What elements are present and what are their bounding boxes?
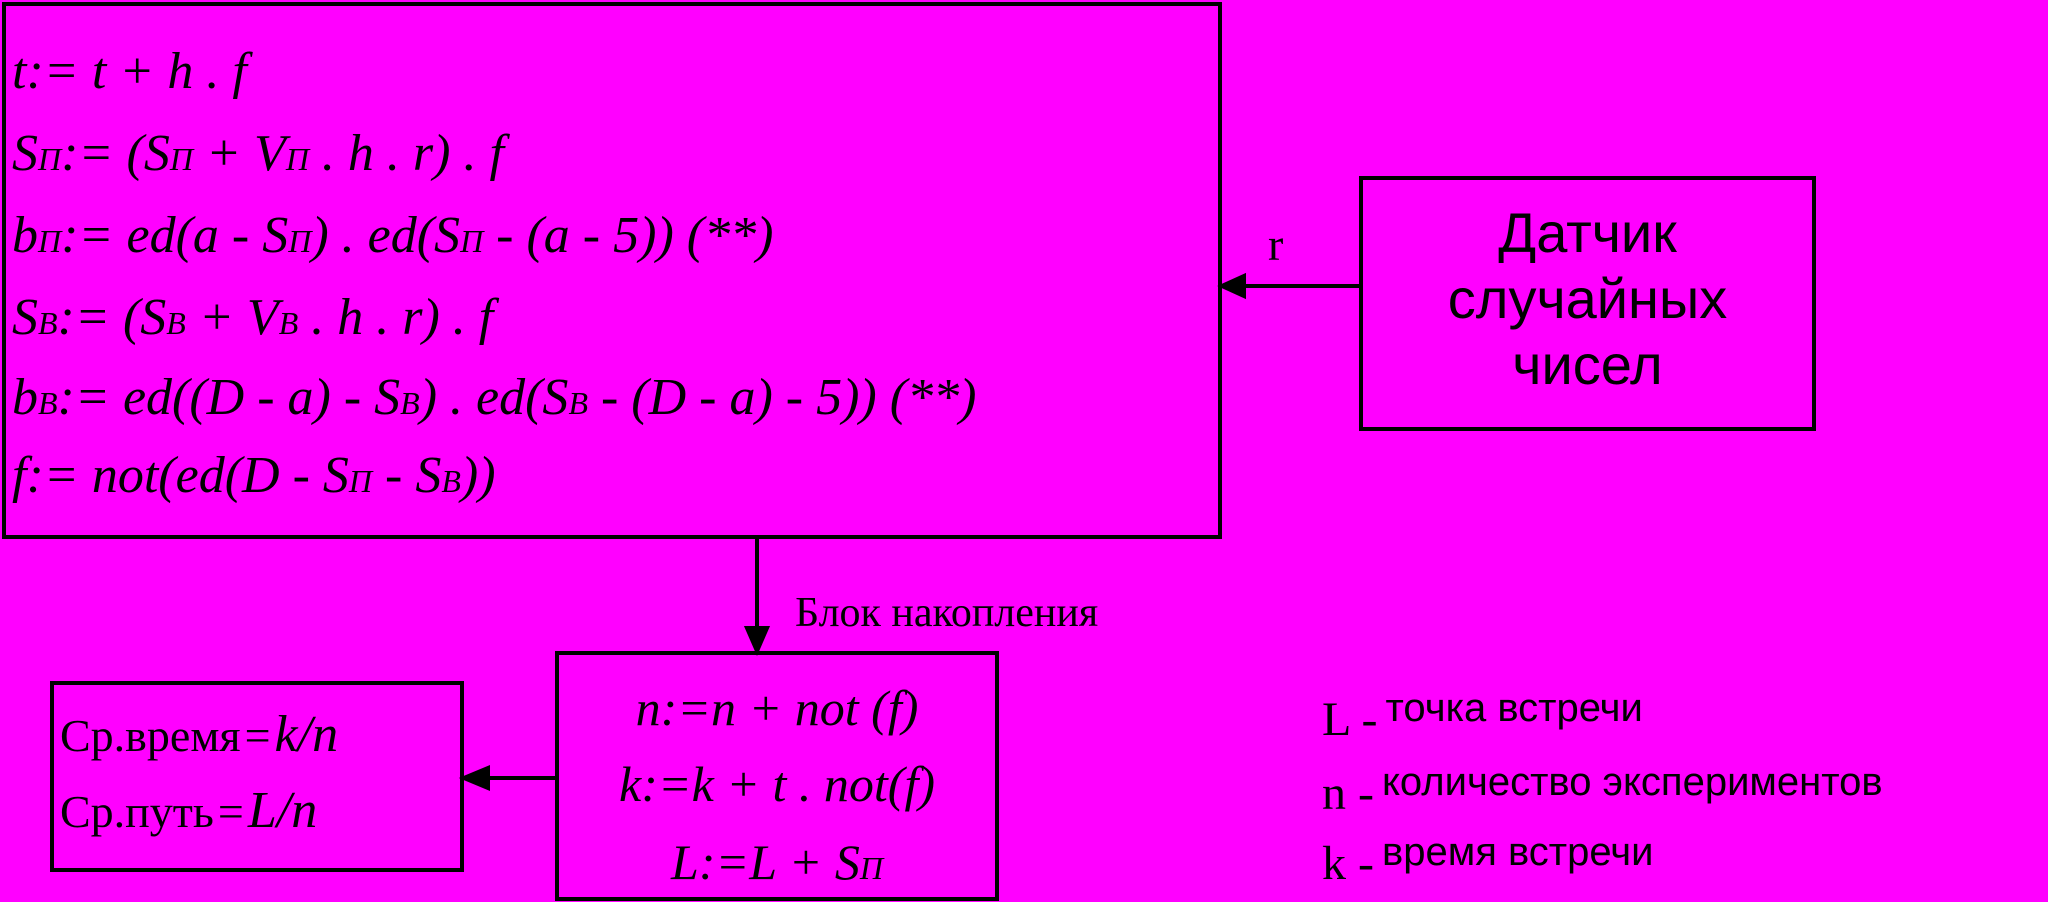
formula-text: := (S: [61, 125, 170, 182]
formula-subscript: B: [441, 463, 461, 499]
formula-subscript: B: [568, 385, 588, 421]
legend-row-k: k -время встречи: [1322, 830, 1653, 891]
legend-symbol-l: L -: [1322, 693, 1378, 746]
formula-text: . h . r) . f: [308, 125, 504, 182]
formula-text: - (a - 5)) (**): [483, 207, 774, 264]
formula-text: ) . ed(S: [311, 207, 461, 264]
formula-text: b: [12, 369, 38, 426]
avg-time-eq: =: [244, 710, 271, 761]
accumulator-label: Блок накопления: [795, 590, 1099, 636]
formula-subscript: П: [38, 223, 62, 259]
avg-path-eq: =: [217, 786, 244, 837]
formula-subscript: B: [166, 305, 186, 341]
random-sensor-block: Датчик случайных чисел: [1359, 176, 1816, 431]
legend-row-l: L -точка встречи: [1322, 686, 1643, 747]
arrow-head-sensor: [1217, 272, 1246, 300]
formula-text: + V: [192, 125, 286, 182]
formula-subscript: B: [400, 385, 420, 421]
formula-line-time: t:= t + h . f: [12, 46, 247, 98]
formula-subscript: B: [278, 305, 299, 341]
accumulator-block: n:=n + not (f) k:=k + t . not(f) L:=L + …: [555, 651, 999, 901]
formula-text: ) . ed(S: [419, 369, 569, 426]
legend-symbol-k: k -: [1322, 837, 1374, 890]
legend-text-n: количество экспериментов: [1381, 760, 1883, 804]
acc-line-k: k:=k + t . not(f): [619, 756, 935, 812]
avg-path-line: Ср.путь=L/n: [60, 785, 317, 837]
legend-text-k: время встречи: [1381, 830, 1654, 874]
formula-subscript: B: [38, 305, 58, 341]
avg-path-label: Ср.путь: [60, 786, 214, 837]
sensor-title-line3: чисел: [1512, 333, 1663, 396]
arrow-label-r: r: [1268, 219, 1284, 270]
formula-text: )): [460, 447, 496, 504]
formula-subscript: B: [38, 385, 58, 421]
main-formula-block: t:= t + h . f SП:= (SП + VП . h . r) . f…: [2, 2, 1222, 539]
formula-text: b: [12, 207, 38, 264]
legend-symbol-n: n -: [1322, 767, 1374, 820]
acc-line-l-sub: П: [859, 850, 883, 886]
formula-text: S: [12, 289, 38, 346]
arrow-head-output: [458, 765, 490, 791]
sensor-title: Датчик случайных чисел: [1363, 200, 1812, 398]
formula-line-sb: SB:= (SB + VB . h . r) . f: [12, 292, 493, 344]
formula-subscript: П: [169, 141, 193, 177]
formula-text: - (D - a) - 5)) (**): [587, 369, 977, 426]
formula-text: := ed(a - S: [61, 207, 289, 264]
formula-text: . h . r) . f: [298, 289, 494, 346]
formula-text: - S: [372, 447, 442, 504]
formula-line-sp: SП:= (SП + VП . h . r) . f: [12, 128, 504, 180]
formula-text: f:= not(ed(D - S: [12, 447, 349, 504]
formula-text: := (S: [57, 289, 167, 346]
formula-text: := ed((D - a) - S: [57, 369, 401, 426]
sensor-title-line1: Датчик: [1498, 201, 1677, 264]
formula-text: S: [12, 125, 38, 182]
acc-line-l: L:=L + SП: [559, 837, 995, 887]
acc-line-l-main: L:=L + S: [671, 834, 860, 890]
legend-text-l: точка встречи: [1385, 686, 1643, 730]
arrow-head-acc: [743, 626, 771, 657]
sensor-title-line2: случайных: [1447, 267, 1728, 330]
formula-text: + V: [185, 289, 279, 346]
formula-subscript: П: [38, 141, 62, 177]
formula-subscript: П: [285, 141, 309, 177]
formula-line-bp: bП:= ed(a - SП) . ed(SП - (a - 5)) (**): [12, 210, 773, 262]
output-block: Ср.время=k/n Ср.путь=L/n: [50, 681, 464, 872]
avg-time-line: Ср.время=k/n: [60, 709, 338, 761]
avg-time-value: k/n: [274, 706, 339, 763]
formula-subscript: П: [460, 223, 484, 259]
formula-text: t:= t + h . f: [12, 43, 247, 100]
formula-subscript: П: [288, 223, 312, 259]
avg-time-label: Ср.время: [60, 710, 241, 761]
legend-row-n: n -количество экспериментов: [1322, 760, 1883, 821]
avg-path-value: L/n: [247, 782, 318, 839]
formula-line-f: f:= not(ed(D - SП - SB)): [12, 450, 496, 502]
acc-line-n: n:=n + not (f): [635, 680, 919, 736]
formula-line-bb: bB:= ed((D - a) - SB) . ed(SB - (D - a) …: [12, 372, 976, 424]
formula-subscript: П: [348, 463, 372, 499]
